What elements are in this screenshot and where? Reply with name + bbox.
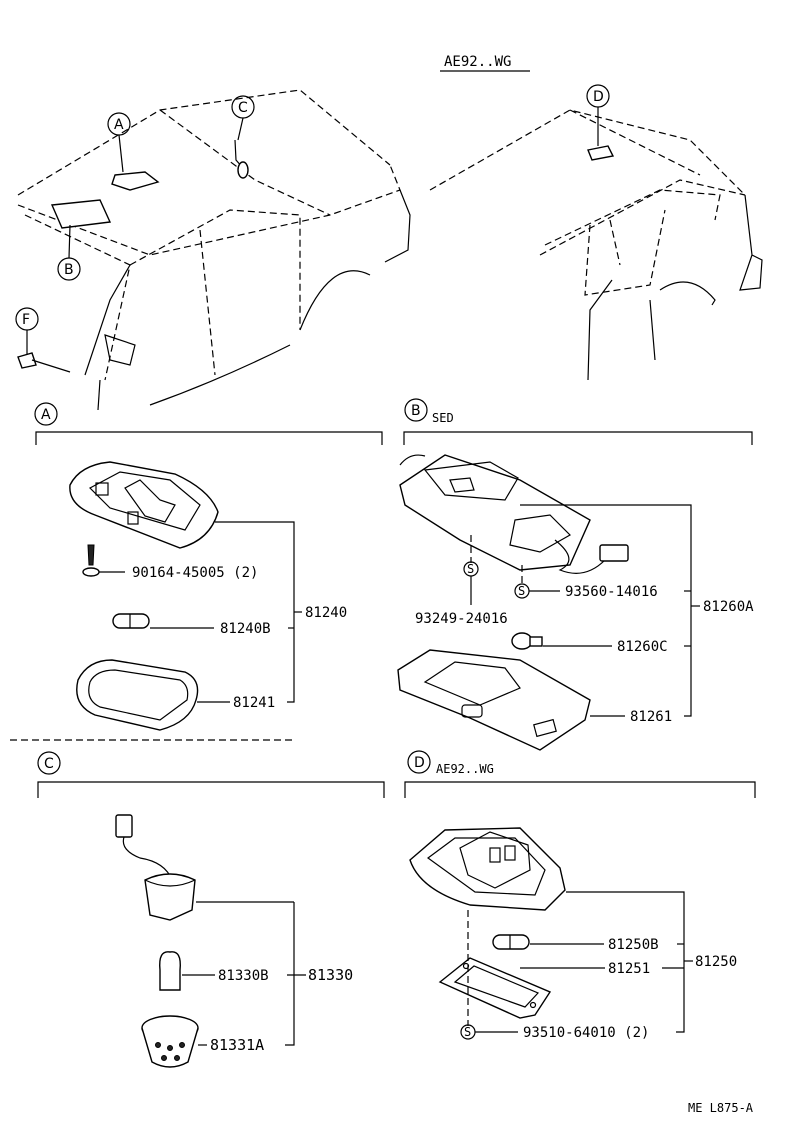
part-number-bulb-d: 81250B <box>608 937 659 953</box>
section-d: D AE92..WG 81250B 81251 <box>404 750 756 1041</box>
bulb-81330b <box>159 951 215 991</box>
section-b-variant: SED <box>432 411 454 425</box>
model-label: AE92..WG <box>444 54 511 70</box>
lamp-socket-81330 <box>115 814 294 921</box>
lamp-housing-81260a <box>399 454 629 574</box>
section-d-variant: AE92..WG <box>436 762 494 776</box>
section-c-label: C <box>44 756 54 772</box>
svg-text:D: D <box>593 89 604 105</box>
lamp-housing-81250 <box>409 827 680 911</box>
assembly-bracket-c <box>285 902 295 1046</box>
section-c: C 81330B 81330 81331A <box>37 751 385 1068</box>
part-number-assembly-d: 81250 <box>695 954 737 970</box>
svg-text:B: B <box>64 262 74 278</box>
part-number-socket-c: 81331A <box>210 1036 264 1054</box>
section-d-bracket <box>404 781 756 798</box>
lens-81261 <box>397 649 625 751</box>
callout-s-b-right: S <box>514 583 560 599</box>
callout-f-car: F <box>15 307 39 354</box>
section-b-bracket <box>403 431 753 445</box>
part-number-assembly-c: 81330 <box>308 966 353 984</box>
bulb-81250b <box>492 934 604 950</box>
diagram-code: ME L875-A <box>688 1101 754 1115</box>
section-b-label: B <box>411 403 421 419</box>
part-number-bulb-b: 81260C <box>617 639 668 655</box>
lamp-housing-81240 <box>69 461 219 549</box>
sedan-illustration <box>17 89 411 411</box>
callout-s-b-left: S <box>463 561 479 605</box>
part-number-lens-a: 81241 <box>233 695 275 711</box>
part-number-screw-b-right: 93560-14016 <box>565 584 658 600</box>
part-number-lens-d: 81251 <box>608 961 650 977</box>
part-number-assembly-a: 81240 <box>305 605 347 621</box>
lens-81241 <box>76 659 230 731</box>
assembly-bracket-d <box>676 891 685 1033</box>
part-number-assembly-b: 81260A <box>703 599 754 615</box>
callout-b-car: B <box>57 224 81 281</box>
section-c-bracket <box>37 781 385 798</box>
bulb-81260c <box>511 632 612 650</box>
svg-text:A: A <box>114 117 124 133</box>
part-number-bulb-a: 81240B <box>220 621 271 637</box>
section-a-label: A <box>41 407 51 423</box>
section-b: B SED S 93249-24016 S 93560-14016 <box>397 398 754 751</box>
callout-d-car: D <box>586 84 610 146</box>
svg-text:S: S <box>464 1025 471 1039</box>
section-d-label: D <box>414 755 425 771</box>
callout-s-d: S <box>460 1024 518 1040</box>
socket-81331a <box>141 1015 207 1068</box>
lens-81251 <box>438 957 605 1019</box>
part-number-lens-b: 81261 <box>630 709 672 725</box>
screw-90164 <box>82 544 125 577</box>
callout-a-car: A <box>107 112 131 173</box>
wagon-illustration <box>429 109 763 381</box>
assembly-bracket-a <box>215 521 295 703</box>
part-number-bulb-c: 81330B <box>218 968 269 984</box>
part-number-screw-a: 90164-45005 (2) <box>132 565 258 581</box>
svg-text:S: S <box>518 584 525 598</box>
svg-text:F: F <box>22 312 30 328</box>
svg-text:C: C <box>238 100 248 116</box>
bulb-81240b <box>112 613 214 629</box>
assembly-bracket-b <box>520 504 692 717</box>
svg-text:S: S <box>467 562 474 576</box>
part-number-screw-b-left: 93249-24016 <box>415 611 508 627</box>
section-a: A 90164-45005 (2) 81240B <box>34 402 383 731</box>
callout-c-car: C <box>231 95 255 141</box>
part-number-screw-d: 93510-64010 (2) <box>523 1025 649 1041</box>
section-a-bracket <box>35 431 383 445</box>
